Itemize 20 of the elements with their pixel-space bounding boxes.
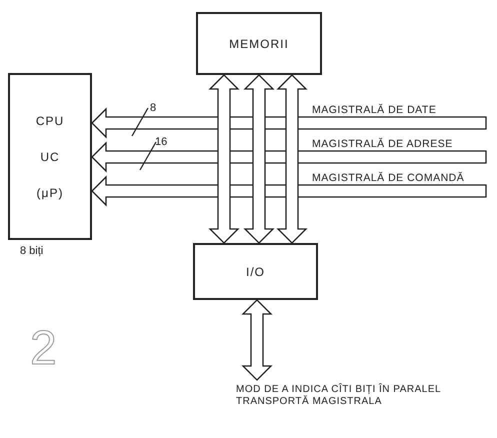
figure-number: 2	[30, 325, 57, 373]
block-label: CPU	[36, 112, 64, 130]
edge-label: MAGISTRALĂ DE DATE	[311, 104, 438, 116]
block-label: UC	[40, 148, 60, 166]
bus-arrow	[243, 74, 275, 244]
bus-arrow	[276, 74, 308, 244]
block-label: (μP)	[36, 184, 64, 202]
block-label: I/O	[246, 264, 265, 280]
block-box	[8, 73, 92, 240]
bus-width-label: 8	[150, 101, 156, 116]
block-box	[196, 12, 322, 75]
note-text: MOD DE A INDICA CÎTI BIȚI ÎN PARALEL TRANSPORTĂ MAGISTRALA	[236, 384, 442, 408]
block-label: MEMORII	[229, 36, 289, 52]
bus-width-label: 16	[155, 135, 168, 150]
block-box	[193, 243, 318, 300]
edge-label: MAGISTRALĂ DE ADRESE	[311, 138, 454, 150]
edge-label: MAGISTRALĂ DE COMANDĂ	[311, 172, 466, 184]
bus-arrow	[241, 299, 273, 381]
block-caption: 8 biți	[20, 244, 44, 259]
bus-arrow	[208, 74, 240, 244]
